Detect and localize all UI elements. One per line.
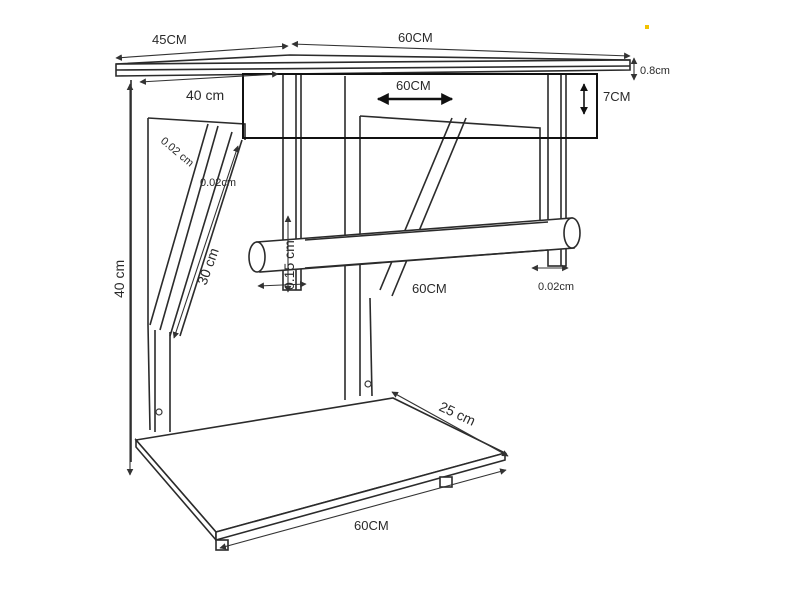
highlight-box — [242, 73, 598, 139]
top-board — [115, 54, 631, 77]
label-highlight-height: 7CM — [603, 89, 630, 104]
label-top-thickness: 0.8cm — [640, 65, 670, 77]
accent-mark — [645, 25, 649, 29]
label-total-height: 40 cm — [111, 260, 127, 298]
brace-length-dimline — [172, 145, 240, 339]
label-top-depth: 45CM — [152, 32, 187, 47]
top-width-dimline — [291, 40, 631, 60]
label-inner-depth: 40 cm — [186, 87, 224, 103]
label-leg-gap: 0.02cm — [538, 281, 574, 293]
inner-depth-dimline — [139, 71, 279, 85]
top-depth-dimline — [115, 43, 289, 61]
rail-width-dimline — [257, 280, 307, 290]
shelf-depth-dimline — [391, 391, 509, 457]
horizontal-rail — [248, 217, 581, 273]
label-top-width: 60CM — [398, 30, 433, 45]
label-rail-width: 60CM — [412, 281, 447, 296]
bottom-shelf — [134, 397, 508, 551]
label-brace-gap-a: 0.02 cm — [158, 135, 196, 169]
label-shelf-width: 60CM — [354, 518, 389, 533]
label-highlight-width: 60CM — [396, 78, 431, 93]
shelf-width-dimline — [219, 468, 507, 550]
label-leg-height: 0.15 cm — [281, 240, 297, 290]
label-brace-gap-b: 0.02cm — [200, 177, 236, 189]
